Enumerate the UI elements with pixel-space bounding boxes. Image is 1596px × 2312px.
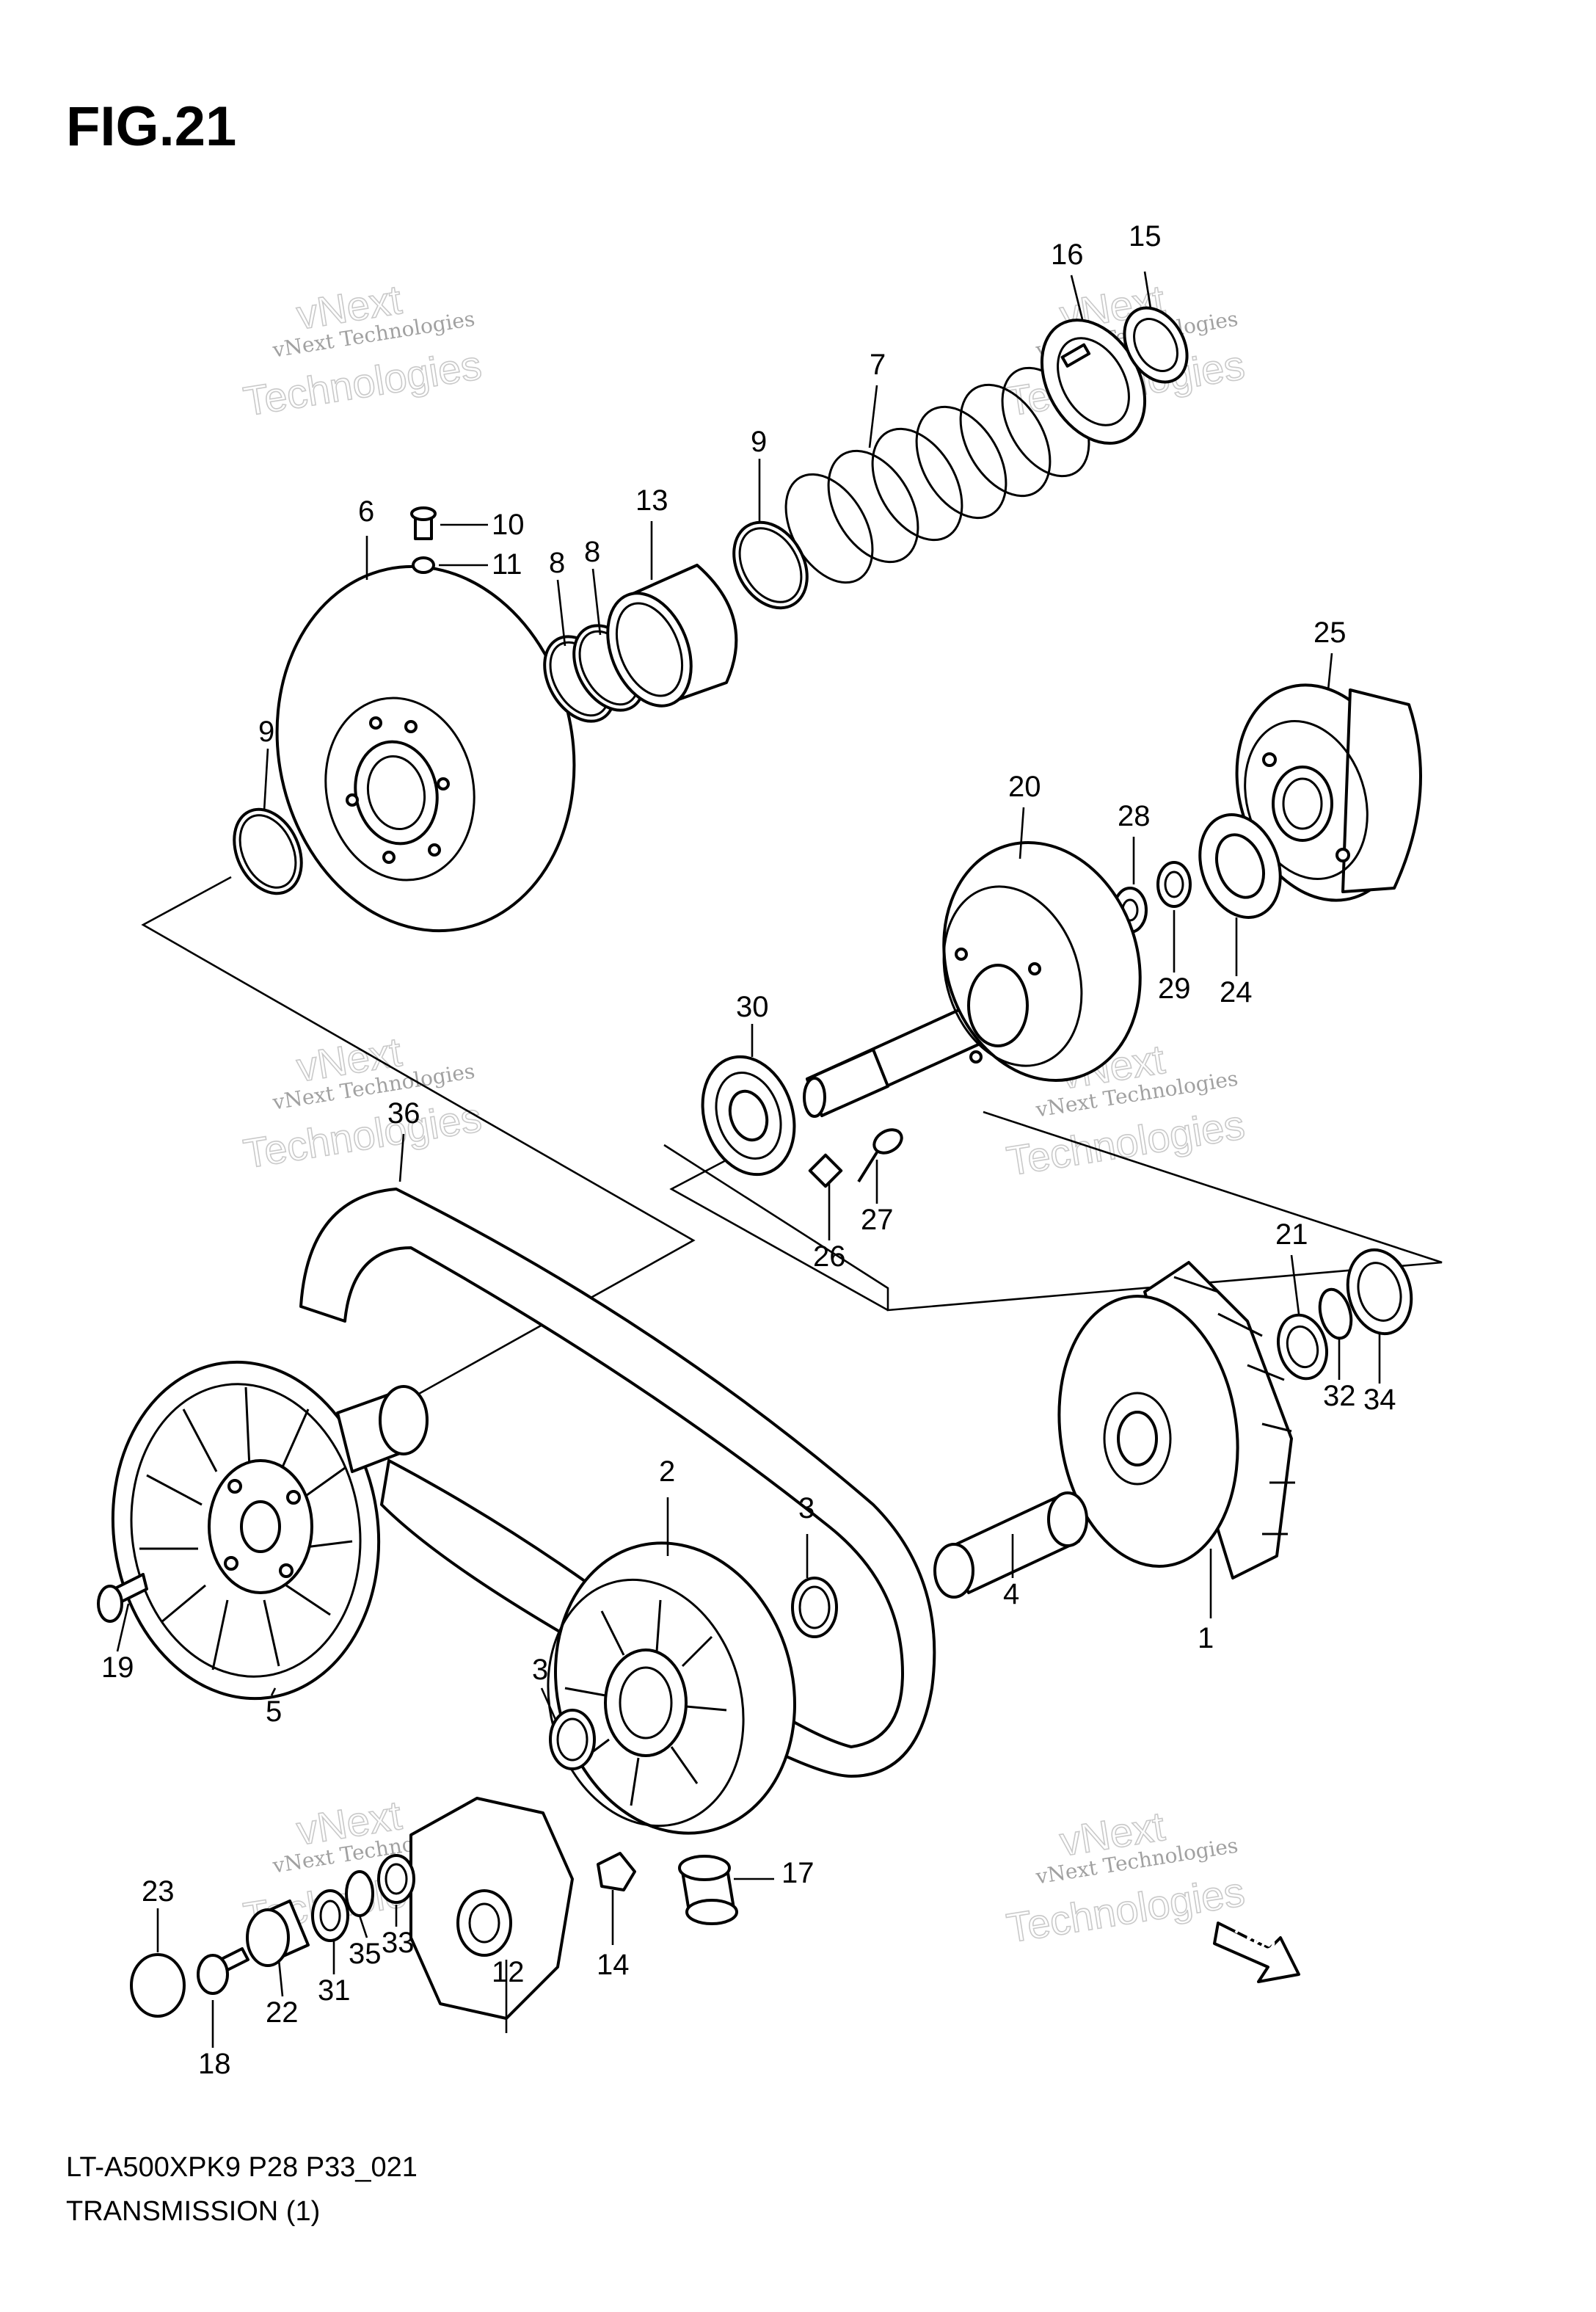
callout-31: 31: [318, 1974, 351, 2007]
callout-13: 13: [635, 484, 668, 517]
callout-35: 35: [349, 1938, 382, 1970]
part-13-sleeve: [606, 564, 738, 708]
callout-30: 30: [736, 991, 769, 1023]
callout-22: 22: [266, 1996, 299, 2029]
callout-36: 36: [387, 1097, 420, 1130]
callout-32: 32: [1323, 1380, 1356, 1412]
part-10-pin: [410, 506, 437, 540]
callout-3: 3: [798, 1492, 815, 1524]
callout-11: 11: [492, 548, 522, 581]
callout-26: 26: [813, 1240, 846, 1273]
callout-6: 6: [358, 495, 374, 528]
part-19-bolt: [97, 1573, 148, 1623]
callout-19: 19: [101, 1651, 134, 1684]
callout-23: 23: [142, 1875, 175, 1908]
part-3-bushing-b: [549, 1709, 596, 1770]
callout-9: 9: [751, 426, 767, 458]
part-1-fixed-drive-face: [1057, 1261, 1295, 1579]
callout-8: 8: [584, 536, 600, 568]
part-21-bearing: [1277, 1313, 1328, 1381]
model-code-caption: LT-A500XPK9 P28 P33_021: [66, 2152, 418, 2183]
part-17-roller: [678, 1855, 738, 1925]
watermark-mid-left: vNext vNext Technologies Technologies: [240, 1028, 485, 1177]
callout-15: 15: [1129, 220, 1162, 252]
part-27-screw: [857, 1128, 903, 1183]
callout-24: 24: [1220, 976, 1253, 1008]
part-29-washer: [1156, 861, 1192, 908]
callout-18: 18: [198, 2048, 231, 2080]
part-6-driven-face: [275, 564, 576, 933]
part-15-nut: [1123, 306, 1189, 384]
part-24-needle-bearing: [1198, 813, 1282, 919]
callout-1: 1: [1198, 1622, 1214, 1654]
callout-21: 21: [1275, 1218, 1308, 1251]
leader-lines: [116, 271, 1381, 2048]
part-12-cam-plate: [409, 1797, 574, 2020]
callout-labels: 1 2 3 3 4 5 6 7 8 8 9 9 10 11 12 13 14 1…: [101, 220, 1396, 2080]
callout-4: 4: [1003, 1578, 1019, 1610]
callout-7: 7: [870, 349, 886, 381]
part-3-bushing-a: [791, 1577, 838, 1638]
part-11-roller: [412, 556, 435, 574]
figure-title: FIG.21: [66, 95, 236, 158]
part-20-clutch-housing: [803, 841, 1142, 1118]
callout-3: 3: [532, 1654, 548, 1686]
part-16-spring-seat: [1040, 319, 1147, 445]
callout-27: 27: [861, 1204, 894, 1236]
callout-34: 34: [1363, 1384, 1396, 1416]
callout-16: 16: [1051, 239, 1084, 271]
part-9-o-ring-top: [732, 520, 809, 610]
part-7-spring: [784, 366, 1090, 584]
part-26-washer: [808, 1153, 843, 1188]
callout-14: 14: [597, 1949, 630, 1981]
part-30-bearing: [701, 1055, 796, 1177]
part-18-bolt: [197, 1947, 249, 1995]
callout-25: 25: [1313, 617, 1347, 649]
watermark-bottom-right: vNext vNext Technologies Technologies: [1003, 1802, 1248, 1952]
callout-2: 2: [659, 1455, 675, 1488]
section-name-caption: TRANSMISSION (1): [66, 2196, 320, 2227]
part-33-washer: [377, 1854, 415, 1904]
watermark-top-left: vNext vNext Technologies Technologies: [240, 275, 485, 425]
part-5-fixed-driven-face: [111, 1360, 429, 1701]
callout-17: 17: [781, 1857, 815, 1889]
part-32-o-ring: [1318, 1287, 1353, 1340]
callout-29: 29: [1158, 973, 1191, 1005]
part-31-seal: [311, 1889, 349, 1942]
part-2-movable-drive-face: [547, 1541, 796, 1835]
callout-9: 9: [258, 716, 274, 748]
callout-20: 20: [1008, 771, 1041, 803]
fwd-direction-arrow: FWD: [1213, 1916, 1300, 1983]
part-22-bushing: [246, 1900, 310, 1967]
callout-33: 33: [382, 1927, 415, 1959]
callout-8: 8: [549, 547, 565, 579]
part-34-oil-seal: [1346, 1248, 1413, 1336]
callout-5: 5: [266, 1695, 282, 1728]
callout-10: 10: [492, 509, 525, 541]
part-14-slide-piece: [597, 1852, 636, 1891]
callout-12: 12: [492, 1956, 525, 1988]
callout-28: 28: [1118, 800, 1151, 832]
part-23-cap: [130, 1953, 186, 2018]
part-35-o-ring: [345, 1870, 374, 1917]
